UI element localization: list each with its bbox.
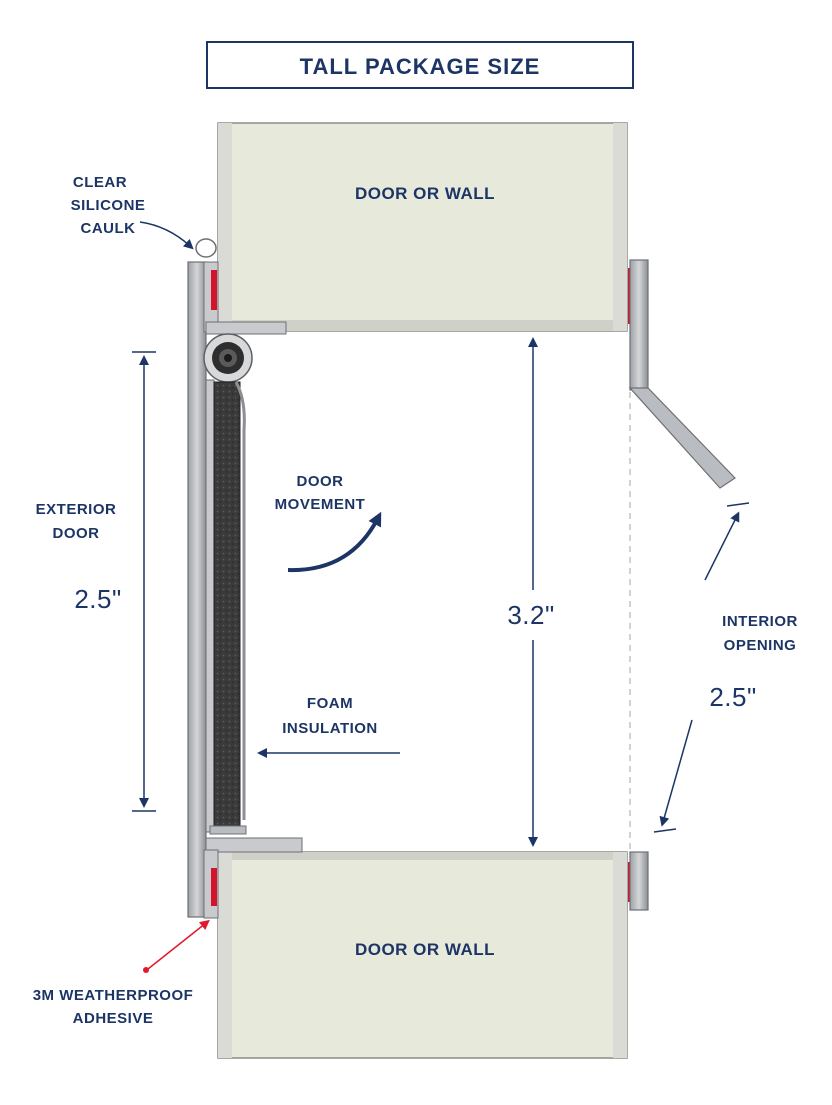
interior-dimension-value: 2.5" — [709, 682, 756, 712]
caulk-label: CLEAR SILICONE CAULK — [71, 174, 146, 237]
svg-text:DOOR: DOOR — [297, 473, 344, 490]
door-movement-arrow — [287, 511, 382, 573]
adhesive-label: 3M WEATHERPROOF ADHESIVE — [33, 987, 194, 1027]
svg-text:MOVEMENT: MOVEMENT — [275, 496, 366, 513]
adhesive-strips — [211, 268, 634, 906]
exterior-door-label: EXTERIOR DOOR — [36, 501, 117, 542]
svg-text:3M WEATHERPROOF: 3M WEATHERPROOF — [33, 987, 194, 1004]
top-wall: DOOR OR WALL — [217, 122, 628, 332]
door-movement-label: DOOR MOVEMENT — [275, 473, 366, 513]
svg-text:ADHESIVE: ADHESIVE — [73, 1010, 154, 1027]
svg-text:INTERIOR: INTERIOR — [722, 613, 798, 630]
foam-insulation-label: FOAM INSULATION — [282, 695, 378, 737]
flap-coil — [203, 333, 253, 383]
bottom-wall: DOOR OR WALL — [217, 851, 628, 1059]
exterior-dimension-value: 2.5" — [74, 584, 121, 614]
exterior-dimension — [132, 351, 156, 812]
interior-opening-label: INTERIOR OPENING — [722, 613, 798, 654]
bottom-wall-label: DOOR OR WALL — [355, 940, 495, 959]
adhesive-strip-bottom-left — [211, 868, 217, 906]
flap-assembly — [205, 379, 247, 835]
foam-insulation — [213, 381, 241, 829]
svg-text:CLEAR: CLEAR — [73, 174, 127, 191]
adhesive-pointer — [143, 919, 210, 973]
svg-text:DOOR: DOOR — [53, 525, 100, 542]
svg-text:CAULK: CAULK — [81, 220, 136, 237]
title-box: TALL PACKAGE SIZE — [206, 41, 634, 89]
top-wall-label: DOOR OR WALL — [355, 184, 495, 203]
svg-text:INSULATION: INSULATION — [282, 720, 378, 737]
caulk-pointer-arrow — [139, 221, 194, 250]
page-title: TALL PACKAGE SIZE — [300, 54, 541, 79]
svg-text:OPENING: OPENING — [724, 637, 797, 654]
adhesive-strip-top-left — [211, 270, 217, 310]
svg-text:FOAM: FOAM — [307, 695, 353, 712]
svg-text:SILICONE: SILICONE — [71, 197, 146, 214]
interior-frame — [628, 259, 736, 911]
silicone-caulk-bead — [195, 238, 217, 258]
svg-text:EXTERIOR: EXTERIOR — [36, 501, 117, 518]
center-dimension-value: 3.2" — [507, 600, 554, 630]
interior-dimension — [653, 502, 750, 833]
